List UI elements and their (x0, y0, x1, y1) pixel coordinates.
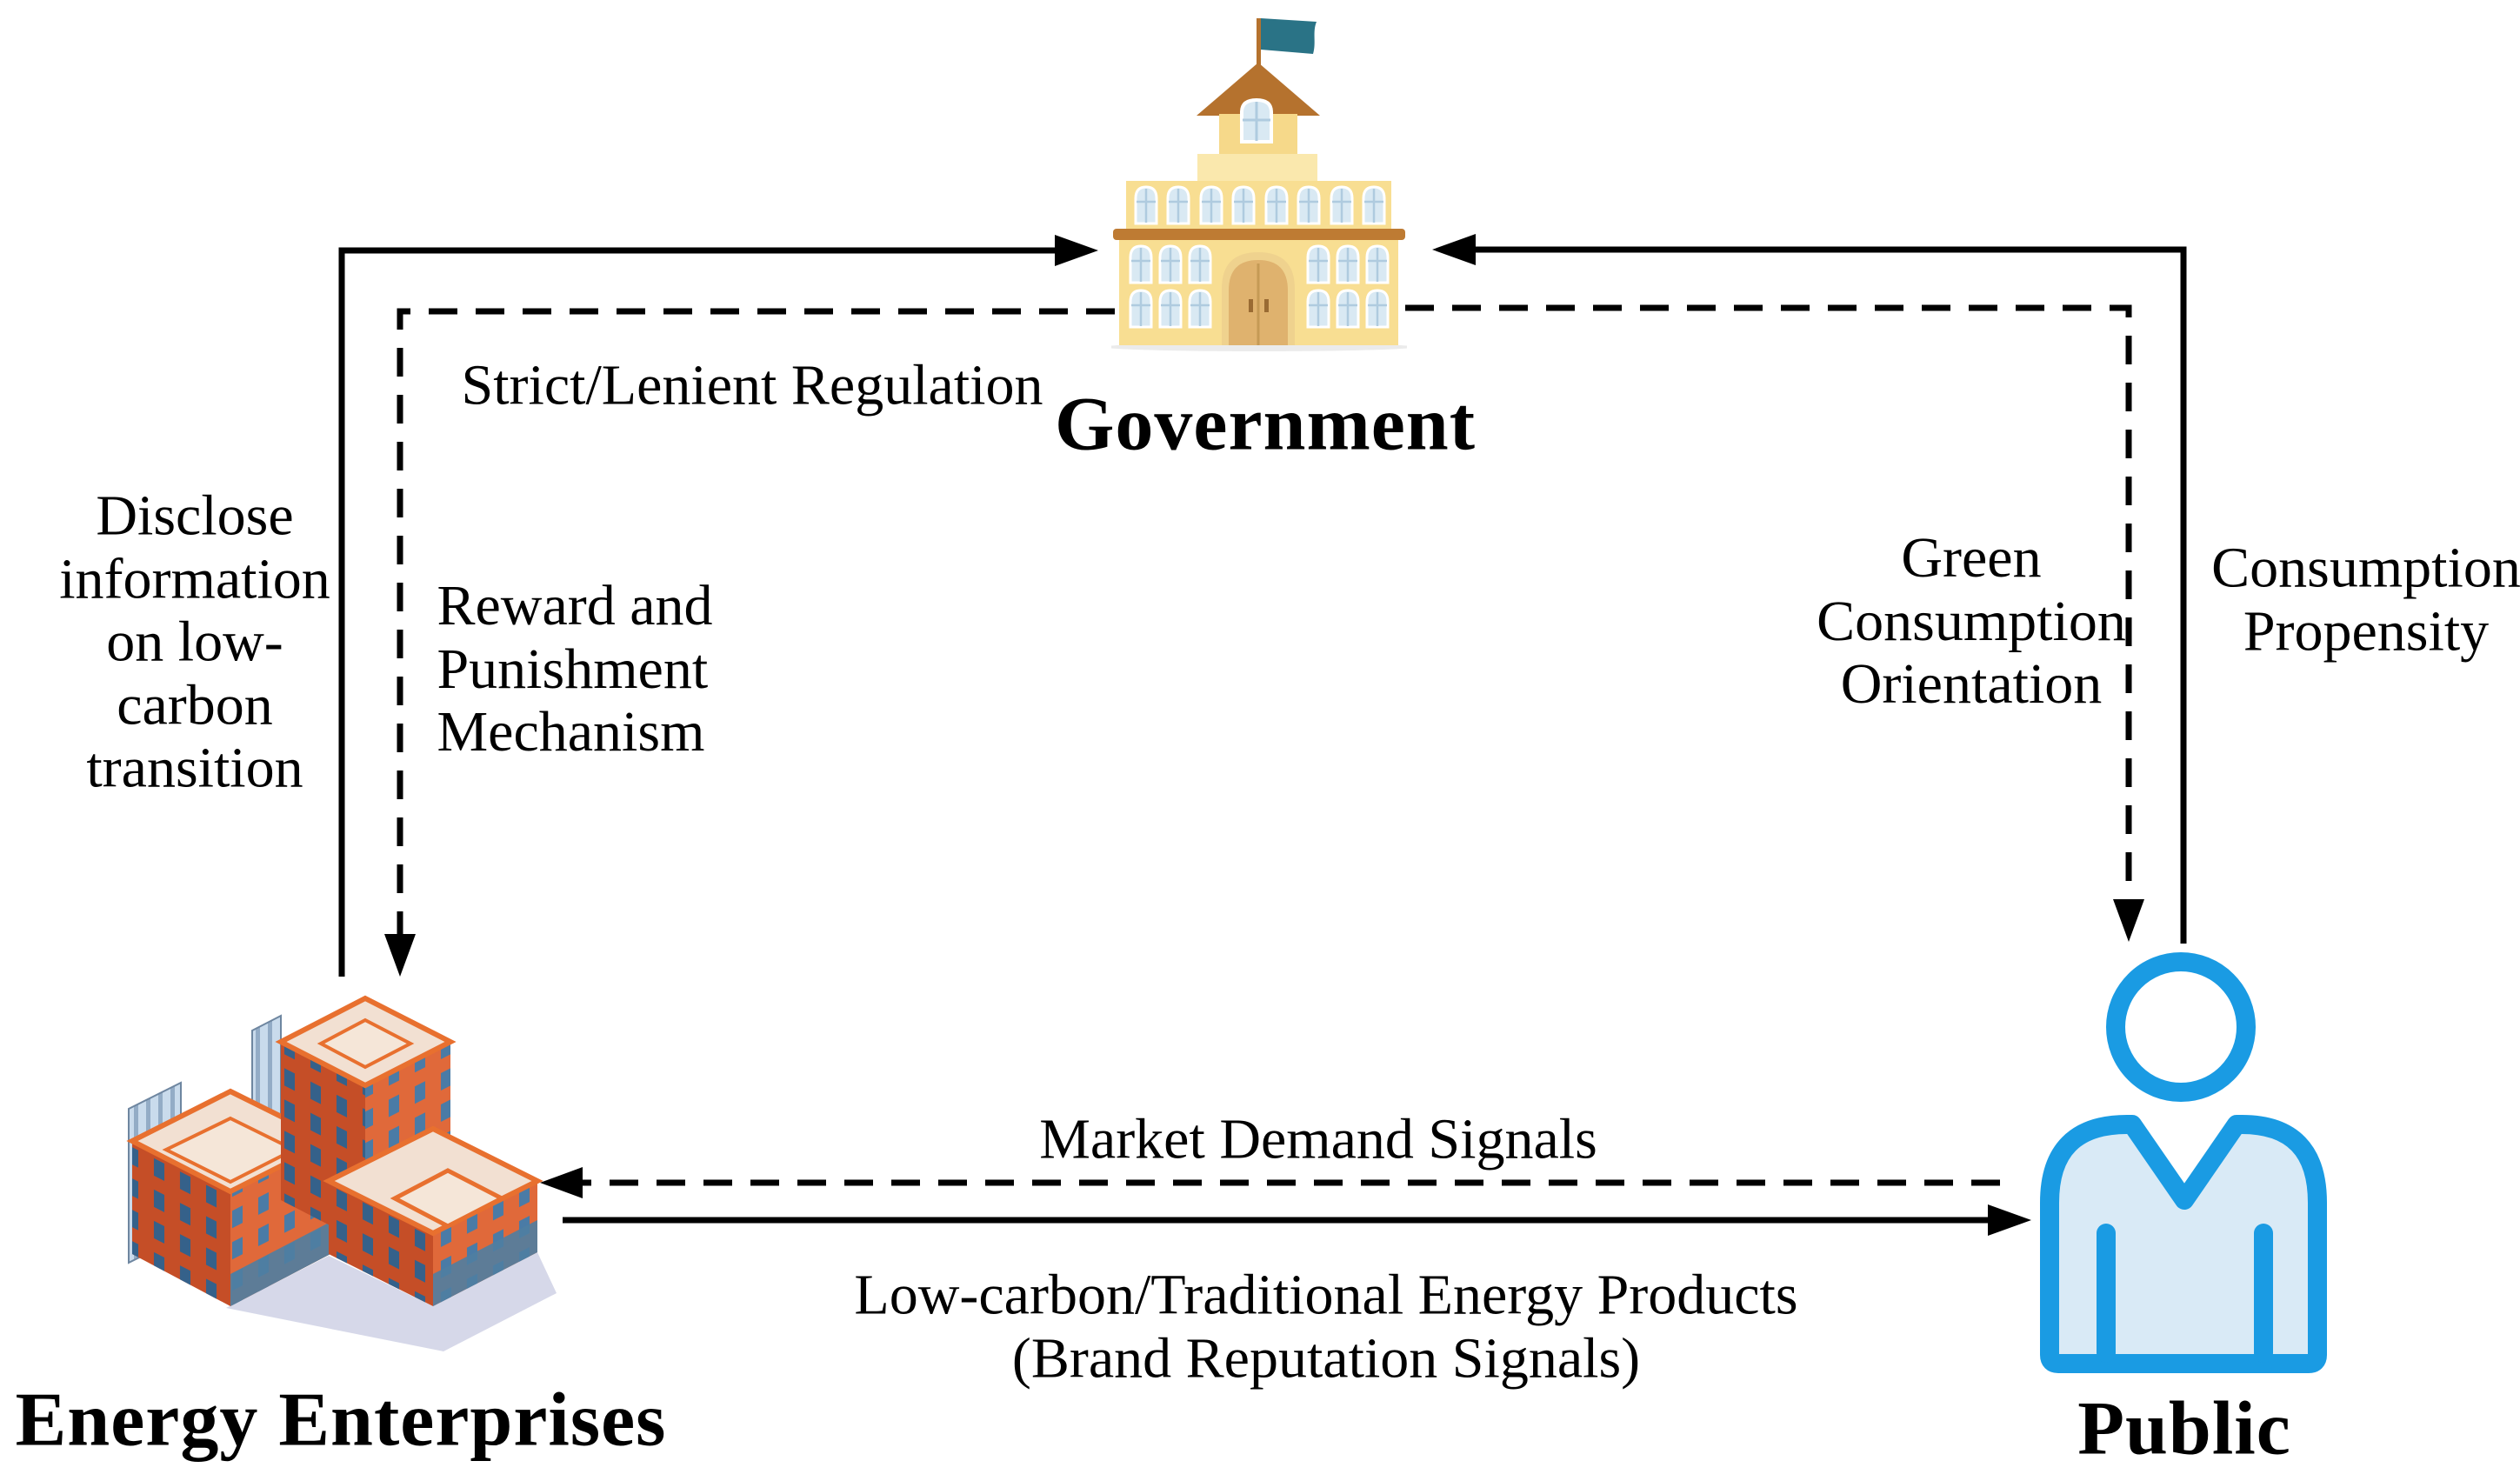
person-head (2106, 952, 2256, 1102)
edge-label-reward: Reward and Punishment Mechanism (437, 574, 713, 764)
arrow-products (563, 1204, 2031, 1236)
edge-label-market: Market Demand Signals (1039, 1107, 1597, 1171)
government-label: Government (1054, 382, 1477, 467)
arrow-disclose (338, 235, 1098, 977)
edge-label-products: Low-carbon/Traditional Energy Products (… (854, 1263, 1798, 1390)
energy-enterprises-label: Energy Enterprises (15, 1378, 667, 1463)
edge-label-regulation: Strict/Lenient Regulation (461, 353, 1043, 417)
arrow-green-orientation (1405, 304, 2144, 942)
shadow (226, 1252, 557, 1351)
arrow-propensity (1432, 234, 2187, 944)
mid-band (1197, 154, 1317, 182)
public-label: Public (2077, 1386, 2291, 1471)
person-icon (2040, 952, 2327, 1373)
right-building (323, 1125, 543, 1306)
arrow-market-demand (540, 1167, 2000, 1198)
arrow-regulation-reward (384, 308, 1115, 977)
door (1222, 252, 1295, 345)
tower (1219, 97, 1297, 156)
edge-label-disclose: Disclose information on low- carbon tran… (59, 484, 330, 800)
person-body (2040, 1115, 2327, 1373)
roof (1197, 63, 1320, 116)
edge-label-green: Green Consumption Orientation (1817, 526, 2126, 717)
edge-label-propensity: Consumption Propensity (2211, 536, 2520, 663)
government-building-icon (1111, 18, 1407, 351)
upper-story (1126, 181, 1391, 229)
cornice (1113, 229, 1405, 240)
flag (1257, 18, 1317, 79)
office-buildings-icon (126, 995, 557, 1351)
lower-story (1119, 240, 1398, 345)
